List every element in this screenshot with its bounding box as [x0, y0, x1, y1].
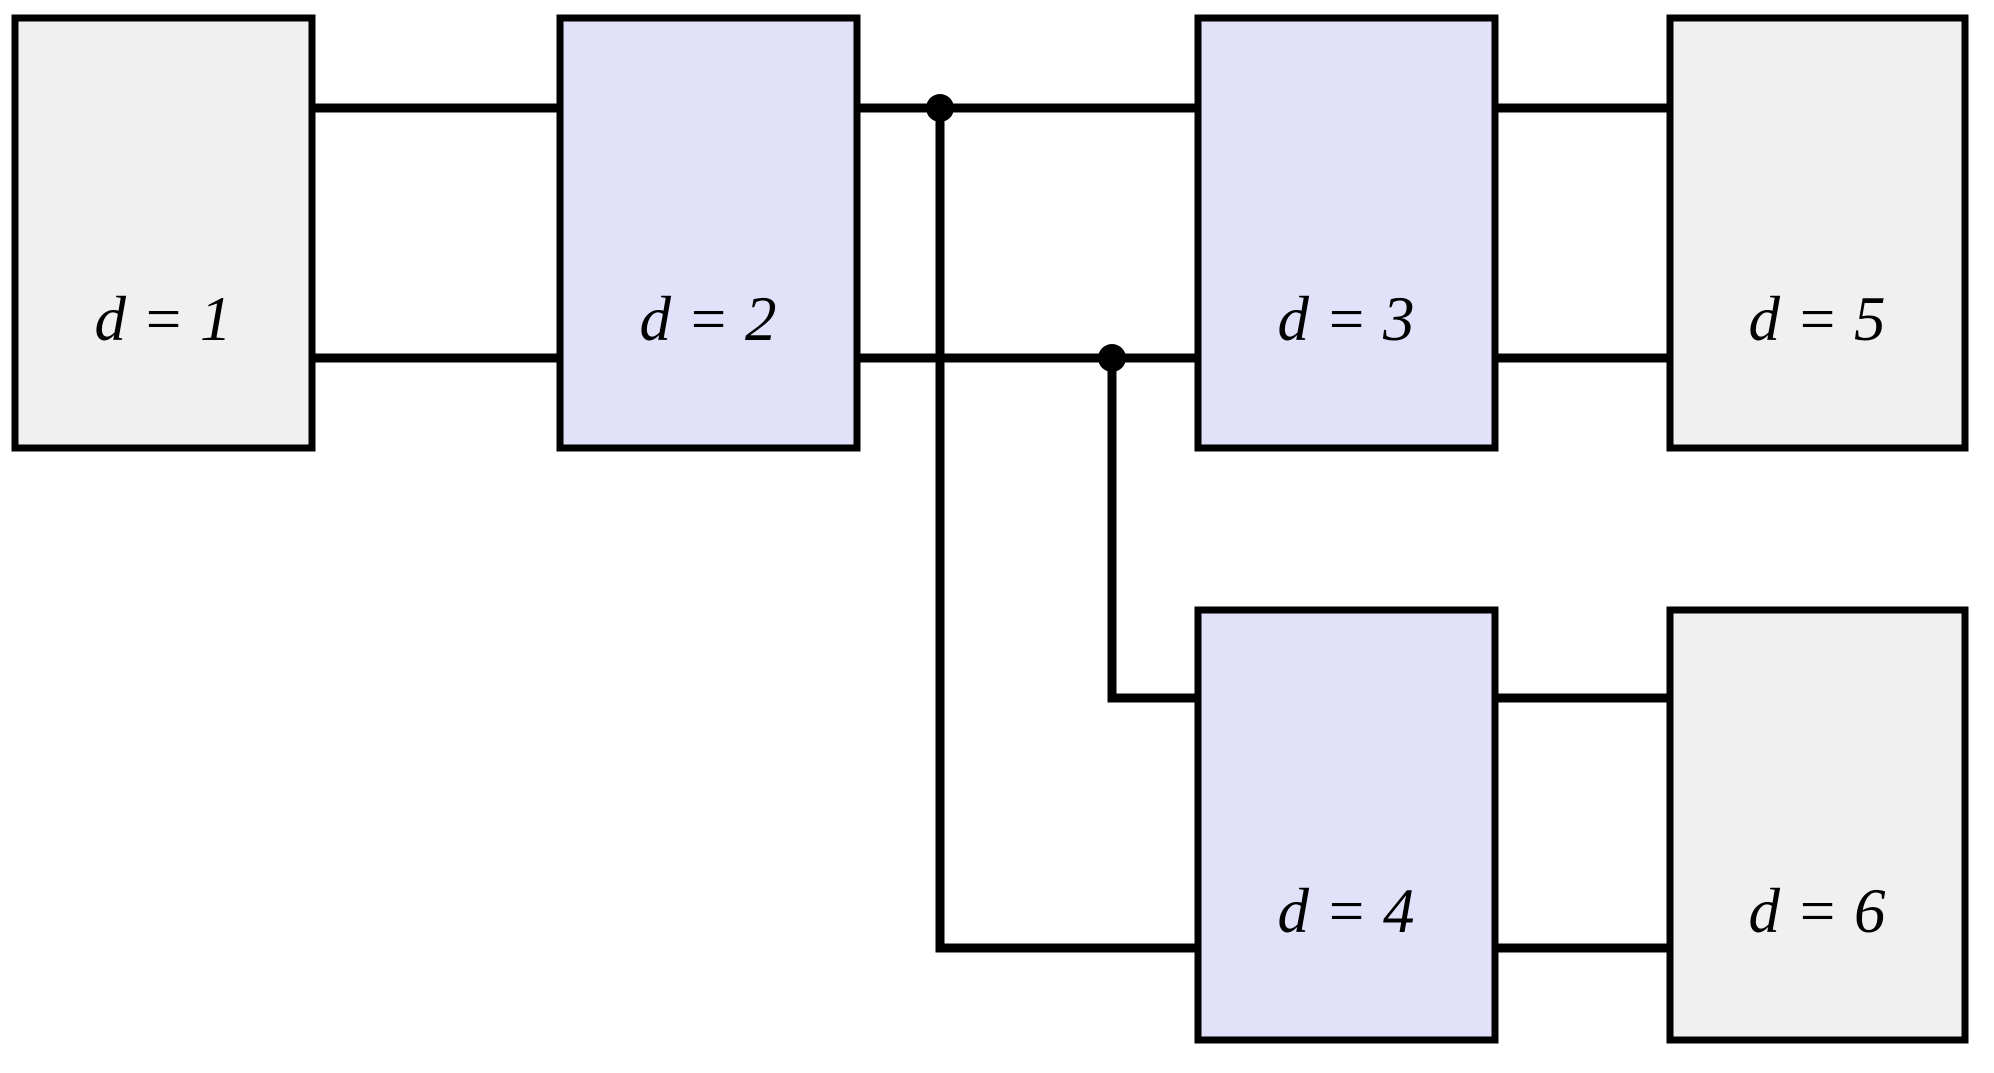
node-d6-label: d = 6 [1748, 876, 1886, 946]
node-d4-label: d = 4 [1277, 876, 1414, 946]
node-d2[interactable]: d = 2 [556, 14, 861, 452]
node-d1-box[interactable] [11, 14, 316, 452]
node-d6-box[interactable] [1666, 606, 1969, 1044]
node-d3[interactable]: d = 3 [1194, 14, 1499, 452]
wire-junction1-to-d4 [935, 108, 1198, 953]
node-d2-label: d = 2 [639, 284, 776, 354]
node-d5[interactable]: d = 5 [1666, 14, 1969, 452]
node-d4-box[interactable] [1194, 606, 1499, 1044]
node-d6[interactable]: d = 6 [1666, 606, 1969, 1044]
node-d5-label: d = 5 [1748, 284, 1885, 354]
nodes-layer: d = 1 d = 2 d = 3 d = 5 d = 4 d = 6 [11, 14, 1969, 1044]
node-d4[interactable]: d = 4 [1194, 606, 1499, 1044]
node-d3-label: d = 3 [1277, 284, 1414, 354]
junction-dot-1 [926, 94, 954, 122]
node-d2-box[interactable] [556, 14, 861, 452]
node-d1-label: d = 1 [94, 284, 231, 354]
node-d3-box[interactable] [1194, 14, 1499, 452]
junction-dot-2 [1098, 344, 1126, 372]
node-d1[interactable]: d = 1 [11, 14, 316, 452]
wire-junction2-to-d4 [1107, 358, 1198, 703]
junctions-layer [926, 94, 1126, 372]
wires-layer [312, 103, 1670, 953]
node-d5-box[interactable] [1666, 14, 1969, 452]
